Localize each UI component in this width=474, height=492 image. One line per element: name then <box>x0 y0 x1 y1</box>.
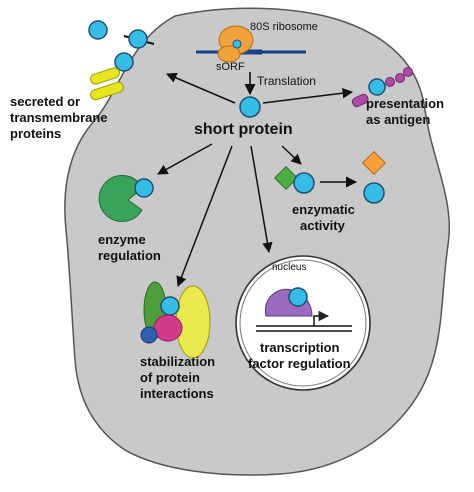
transcription-factor-group <box>256 287 352 332</box>
short-protein-label: short protein <box>194 121 293 138</box>
stabilization-group <box>140 281 211 359</box>
secreted-protein-group <box>89 52 134 101</box>
sorf-label: sORF <box>216 61 245 73</box>
enzyme-regulation-group <box>98 174 154 222</box>
membrane-protein-top <box>88 20 155 49</box>
enzyme-regulation-label: enzyme regulation <box>98 232 161 263</box>
enzymatic-activity-group <box>273 150 387 204</box>
short-protein-central <box>239 96 261 118</box>
transcription-label: transcription factor regulation <box>248 340 351 371</box>
stabilization-label: stabilization of protein interactions <box>140 354 219 401</box>
antigen-presentation-group <box>351 67 413 108</box>
antigen-label: presentation as antigen <box>366 96 448 127</box>
translation-label: Translation <box>257 74 316 88</box>
ribosome-on-mrna <box>196 25 306 63</box>
nucleus <box>235 255 371 391</box>
nucleus-label: nucleus <box>272 262 306 273</box>
enzymatic-activity-label: enzymatic activity <box>292 202 359 233</box>
pathway-arrows <box>157 72 354 287</box>
ribosome-label: 80S ribosome <box>250 21 318 33</box>
nucleus-inner-ring <box>239 259 367 387</box>
secreted-label: secreted or transmembrane proteins <box>10 94 111 141</box>
